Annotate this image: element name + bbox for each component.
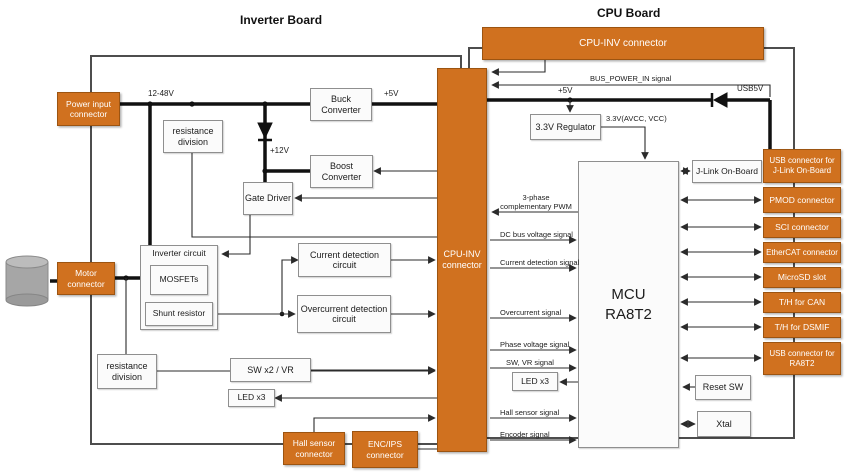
- label-pwm: 3-phase complementary PWM: [500, 193, 572, 211]
- label-5v-cpu: +5V: [558, 86, 573, 95]
- diode-symbols: [257, 92, 728, 142]
- block-boost-converter: Boost Converter: [310, 155, 373, 188]
- block-mcu-ra8t2: MCU RA8T2: [578, 161, 679, 448]
- enc-ips-connector: ENC/IPS connector: [352, 431, 418, 468]
- label-sw-vr-signal: SW, VR signal: [506, 358, 554, 367]
- usb-jlink-connector: USB connector for J-Link On-Board: [763, 149, 841, 183]
- block-resistance-division-top: resistance division: [163, 120, 223, 153]
- label-hall-sensor: Hall sensor signal: [500, 408, 560, 417]
- block-gate-driver: Gate Driver: [243, 182, 293, 215]
- hall-sensor-connector: Hall sensor connector: [283, 432, 345, 465]
- power-input-connector: Power input connector: [57, 92, 120, 126]
- microsd-slot: MicroSD slot: [763, 267, 841, 288]
- block-led-x3-cpu: LED x3: [512, 372, 558, 391]
- label-encoder: Encoder signal: [500, 430, 550, 439]
- block-mosfets: MOSFETs: [150, 265, 208, 295]
- pmod-connector: PMOD connector: [763, 187, 841, 213]
- th-dsmif-connector: T/H for DSMIF: [763, 317, 841, 338]
- inverter-board-title: Inverter Board: [240, 13, 323, 27]
- block-led-x3-inverter: LED x3: [228, 389, 275, 407]
- label-bus-power-in: BUS_POWER_IN signal: [590, 74, 672, 83]
- cpu-inv-top-connector: CPU-INV connector: [482, 27, 764, 60]
- block-inverter-circuit: Inverter circuit MOSFETs Shunt resistor: [140, 245, 218, 330]
- block-current-detection: Current detection circuit: [298, 243, 391, 277]
- block-overcurrent-detection: Overcurrent detection circuit: [297, 295, 391, 333]
- mcu-label-line1: MCU: [611, 286, 646, 303]
- motor-connector: Motor connector: [57, 262, 115, 295]
- label-phase-voltage: Phase voltage signal: [500, 340, 570, 349]
- sci-connector: SCI connector: [763, 217, 841, 238]
- block-xtal: Xtal: [697, 411, 751, 437]
- label-5v-inverter: +5V: [384, 89, 399, 98]
- block-buck-converter: Buck Converter: [310, 88, 372, 121]
- label-12v: +12V: [270, 146, 289, 155]
- mcu-label-line2: RA8T2: [605, 305, 652, 323]
- label-current-detection: Current detection signal: [500, 258, 580, 267]
- block-resistance-division-bottom: resistance division: [97, 354, 157, 389]
- block-reset-sw: Reset SW: [695, 375, 751, 400]
- label-usb5v: USB5V: [737, 84, 764, 93]
- label-overcurrent: Overcurrent signal: [500, 308, 562, 317]
- motor-graphic: [5, 255, 49, 307]
- usb-ra8t2-connector: USB connector for RA8T2: [763, 342, 841, 375]
- th-can-connector: T/H for CAN: [763, 292, 841, 313]
- label-dc-bus-voltage: DC bus voltage signal: [500, 230, 573, 239]
- label-dc-input: 12-48V: [148, 89, 174, 98]
- block-jlink-onboard: J-Link On-Board: [692, 160, 762, 183]
- block-sw-vr: SW x2 / VR: [230, 358, 311, 382]
- ethercat-connector: EtherCAT connector: [763, 242, 841, 263]
- label-3v3-avcc-vcc: 3.3V(AVCC, VCC): [606, 114, 667, 123]
- inverter-circuit-label: Inverter circuit: [152, 248, 206, 258]
- cpu-board-title: CPU Board: [597, 6, 661, 20]
- block-3v3-regulator: 3.3V Regulator: [530, 114, 601, 140]
- block-shunt-resistor: Shunt resistor: [145, 302, 213, 326]
- cpu-inv-side-connector: CPU-INV connector: [437, 68, 487, 452]
